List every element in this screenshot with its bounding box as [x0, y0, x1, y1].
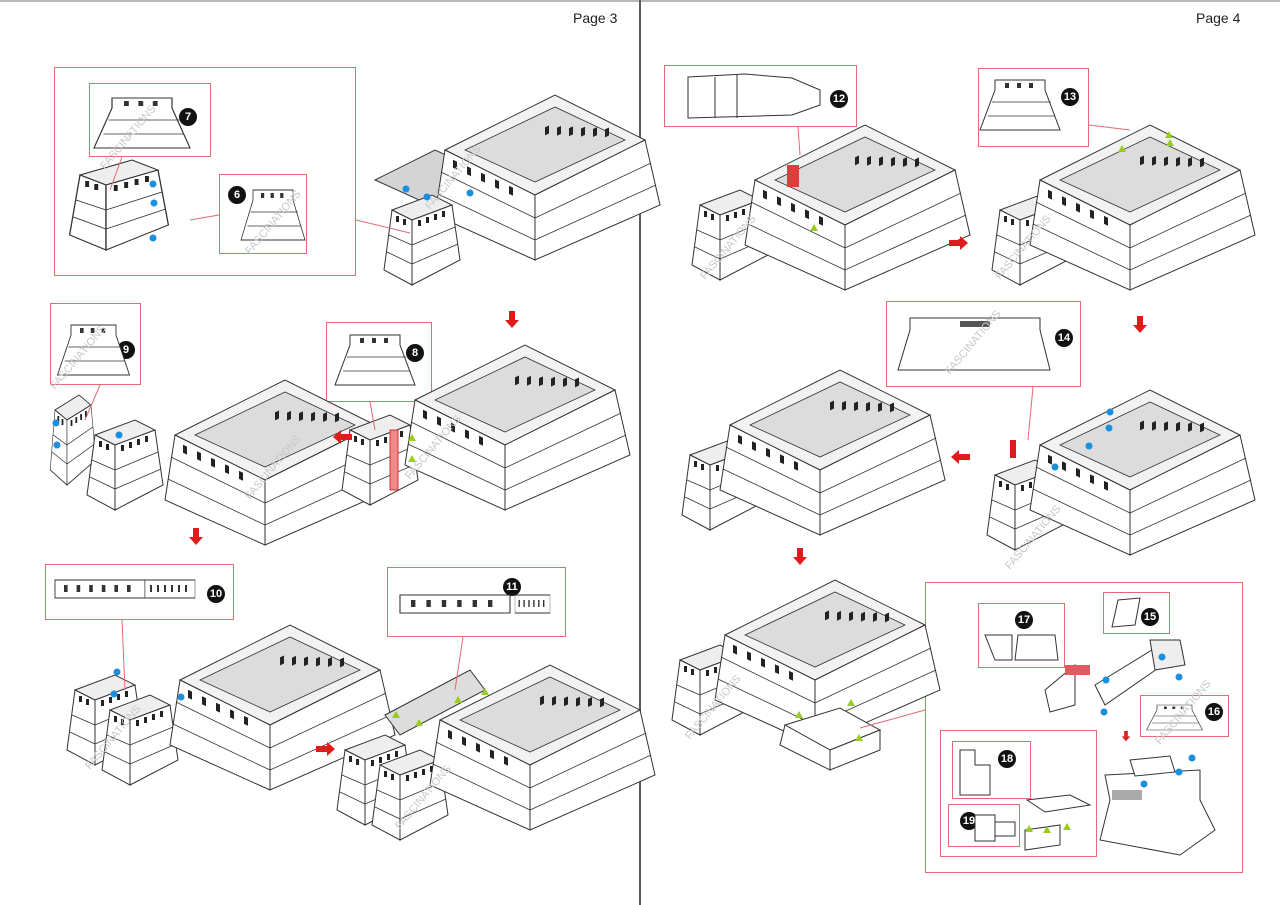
step-15-part-box — [1103, 592, 1170, 634]
step-12-badge: 12 — [830, 90, 848, 108]
step-10-part-drawing — [54, 579, 196, 599]
step-6-badge: 6 — [228, 186, 246, 204]
page-label-3: Page 3 — [573, 10, 618, 26]
step-16-badge: 16 — [1205, 703, 1223, 721]
step-15-badge: 15 — [1141, 608, 1159, 626]
step-12-part-drawing — [687, 73, 821, 119]
step-10-badge: 10 — [207, 585, 225, 603]
step-8-part-box — [326, 322, 432, 402]
callout-leaders — [84, 124, 1131, 729]
step-15-19-gate-house — [1099, 755, 1216, 856]
step-7-badge: 7 — [179, 108, 197, 126]
step-11-badge: 11 — [503, 578, 521, 596]
step-18-part-drawing — [959, 749, 991, 796]
step-15-19-callout — [925, 582, 1243, 873]
step-13-part-drawing — [979, 79, 1061, 131]
step-14-part-box — [886, 301, 1081, 387]
step-16-part-box — [1140, 695, 1229, 737]
step-13-badge: 13 — [1061, 88, 1079, 106]
step-18-19-callout — [940, 730, 1097, 857]
step-9-fortress — [49, 379, 391, 546]
step-14-part-drawing — [897, 317, 1051, 371]
step-6-part-box — [219, 174, 307, 254]
step-6-7-callout — [54, 67, 356, 276]
green-tab-markers — [392, 131, 1174, 833]
step-18-19-assembly — [1024, 794, 1092, 851]
step-15-17-assembly — [1044, 639, 1186, 713]
step-8-badge: 8 — [406, 344, 424, 362]
step-12-fortress — [691, 124, 971, 291]
step-8-fortress — [341, 344, 631, 511]
step-8-part-drawing — [334, 334, 416, 386]
step-14-badge: 14 — [1055, 329, 1073, 347]
step-11-part-box — [387, 567, 566, 637]
step-17-badge: 17 — [1015, 611, 1033, 629]
step-15-19-fortress — [671, 579, 941, 771]
step-17-part-box — [978, 603, 1065, 668]
step-18-badge: 18 — [998, 750, 1016, 768]
step-18-part-box — [952, 741, 1031, 799]
step-17-part-drawing — [984, 634, 1059, 661]
step-19-badge: 19 — [960, 812, 978, 830]
page-divider — [639, 0, 641, 905]
step-11-part-drawing — [399, 594, 551, 614]
step-19-part-drawing — [974, 814, 1016, 842]
step-13-part-box — [978, 68, 1089, 147]
step-15-part-drawing — [1111, 597, 1141, 628]
step-6-fortress — [373, 94, 661, 286]
step-7-part-box — [89, 83, 211, 157]
step-14-result-fortress — [681, 369, 946, 536]
blue-glue-dots — [52, 180, 1196, 788]
step-9-part-box — [50, 303, 141, 385]
step-14-fortress — [986, 389, 1256, 556]
step-12-part-box — [664, 65, 857, 127]
page-label-4: Page 4 — [1196, 10, 1241, 26]
step-19-part-box — [948, 804, 1020, 847]
step-10-part-box — [45, 564, 234, 620]
